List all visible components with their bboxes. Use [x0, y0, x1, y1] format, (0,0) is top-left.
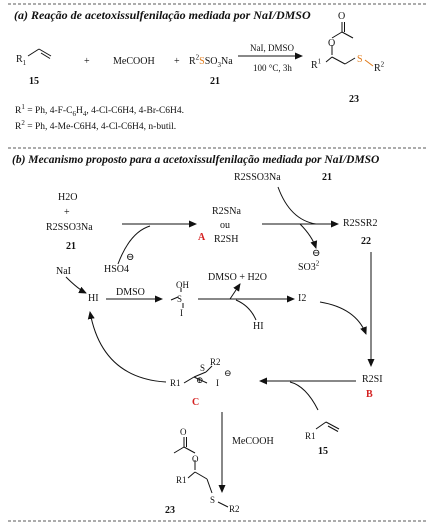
or-label: ou	[220, 220, 230, 231]
arrow-so3-curve	[299, 223, 318, 249]
compound-15-label-a: 15	[29, 76, 39, 87]
product-23-thioether-bonds-a	[364, 59, 374, 67]
episulfonium-r1: R1	[170, 378, 181, 388]
episulfonium-iodide: I	[216, 378, 219, 388]
dmso-adduct-bonds	[170, 288, 184, 308]
product-sulfur-a: S	[357, 54, 363, 65]
condition-temperature-time: 100 °C, 3h	[253, 63, 292, 73]
product-r2-a: R2	[374, 60, 385, 74]
product-sulfur-b: S	[210, 495, 216, 505]
arrow-hi-input-curve	[235, 299, 257, 321]
section-b-title: (b) Mecanismo proposto para a acetoxissu…	[12, 154, 380, 166]
dmso-adduct-oh: OH	[176, 280, 189, 290]
arrow-alkene-curve	[289, 381, 319, 411]
sulfenyl-iodide-label: R2SI	[362, 374, 383, 385]
hi-label-middle: HI	[253, 321, 264, 332]
dmso-adduct-i: I	[180, 308, 183, 318]
acetic-acid-label-b: MeCOOH	[232, 436, 274, 447]
episulfonium-plus-charge: ⊕	[196, 375, 204, 385]
product-23-structure-b	[173, 437, 229, 508]
hso4-minus-charge: ⊖	[126, 252, 135, 263]
disulfide-label: R2SSR2	[343, 218, 378, 229]
intermediate-B-label: B	[366, 389, 373, 400]
product-ester-o-a: O	[328, 38, 336, 49]
product-r1-b: R1	[176, 475, 187, 485]
compound-21-label-a: 21	[210, 76, 220, 87]
substituent-note-r1: R1 = Ph, 4-F-C6H4, 4-Cl-C6H4, 4-Br-C6H4.	[15, 102, 185, 118]
sulfonate-salt-21-label-a: R2SSO3Na	[189, 53, 233, 69]
arrow-C-to-hi	[87, 311, 167, 383]
water-label: H2O	[58, 192, 78, 203]
alkene-15-structure	[27, 48, 52, 59]
dmso-adduct-s: S	[177, 294, 183, 304]
arrow-hso4-curve	[117, 225, 151, 265]
alkene-r1-label: R1	[16, 54, 27, 67]
compound-23-label-b: 23	[165, 505, 175, 516]
alkene-15-structure-b	[315, 421, 340, 432]
alkene-r1-label-b: R1	[305, 431, 316, 441]
product-ester-o-b: O	[192, 454, 199, 464]
hi-label-left: HI	[88, 293, 99, 304]
compound-23-label-a: 23	[349, 94, 359, 105]
intermediate-A-label: A	[198, 232, 206, 243]
thiol-label: R2SH	[214, 234, 239, 245]
dmso-reagent-label: DMSO	[116, 287, 145, 298]
compound-15-label-b: 15	[318, 446, 328, 457]
sulfonate-salt-left: R2SSO3Na	[46, 222, 93, 233]
episulfonium-r2: R2	[210, 357, 221, 367]
dmso-water-label: DMSO + H2O	[208, 272, 267, 283]
product-carbonyl-o-b: O	[180, 427, 187, 437]
compound-21-label-top: 21	[322, 172, 332, 183]
sulfonate-salt-top: R2SSO3Na	[234, 172, 281, 183]
episulfonium-s: S	[200, 363, 206, 373]
hso4-label: HSO4	[104, 264, 130, 275]
so3-minus-charge: ⊖	[312, 248, 321, 259]
plus-sign-2: +	[174, 56, 180, 67]
so3-label: SO32	[298, 259, 320, 273]
episulfonium-bonds	[183, 365, 213, 384]
acetic-acid-label-a: MeCOOH	[113, 56, 155, 67]
iodide-minus-charge: ⊖	[224, 368, 232, 378]
plus-sign-1: +	[84, 56, 90, 67]
thiolate-label: R2SNa	[212, 206, 241, 217]
arrow-i2-curve	[319, 301, 367, 335]
substituent-note-r2: R2 = Ph, 4-Me-C6H4, 4-Cl-C6H4, n-butil.	[15, 118, 177, 132]
iodine-label: I2	[298, 293, 307, 304]
product-r2-b: R2	[229, 504, 240, 514]
product-r1-a: R1	[311, 57, 322, 71]
intermediate-C-label: C	[192, 397, 200, 408]
compound-22-label: 22	[361, 236, 371, 247]
product-23-structure-a	[325, 22, 356, 65]
section-a-title: (a) Reação de acetoxissulfenilação media…	[14, 8, 311, 22]
compound-21-label-left: 21	[66, 241, 76, 252]
plus-sign-b: +	[64, 207, 70, 218]
product-carbonyl-o-a: O	[338, 11, 346, 22]
nai-label: NaI	[56, 266, 71, 277]
arrow-dmso-h2o-curve	[229, 283, 241, 300]
condition-reagents: NaI, DMSO	[250, 43, 294, 53]
arrow-salt-top-curve	[277, 186, 317, 225]
arrow-nai-curve	[65, 276, 87, 294]
